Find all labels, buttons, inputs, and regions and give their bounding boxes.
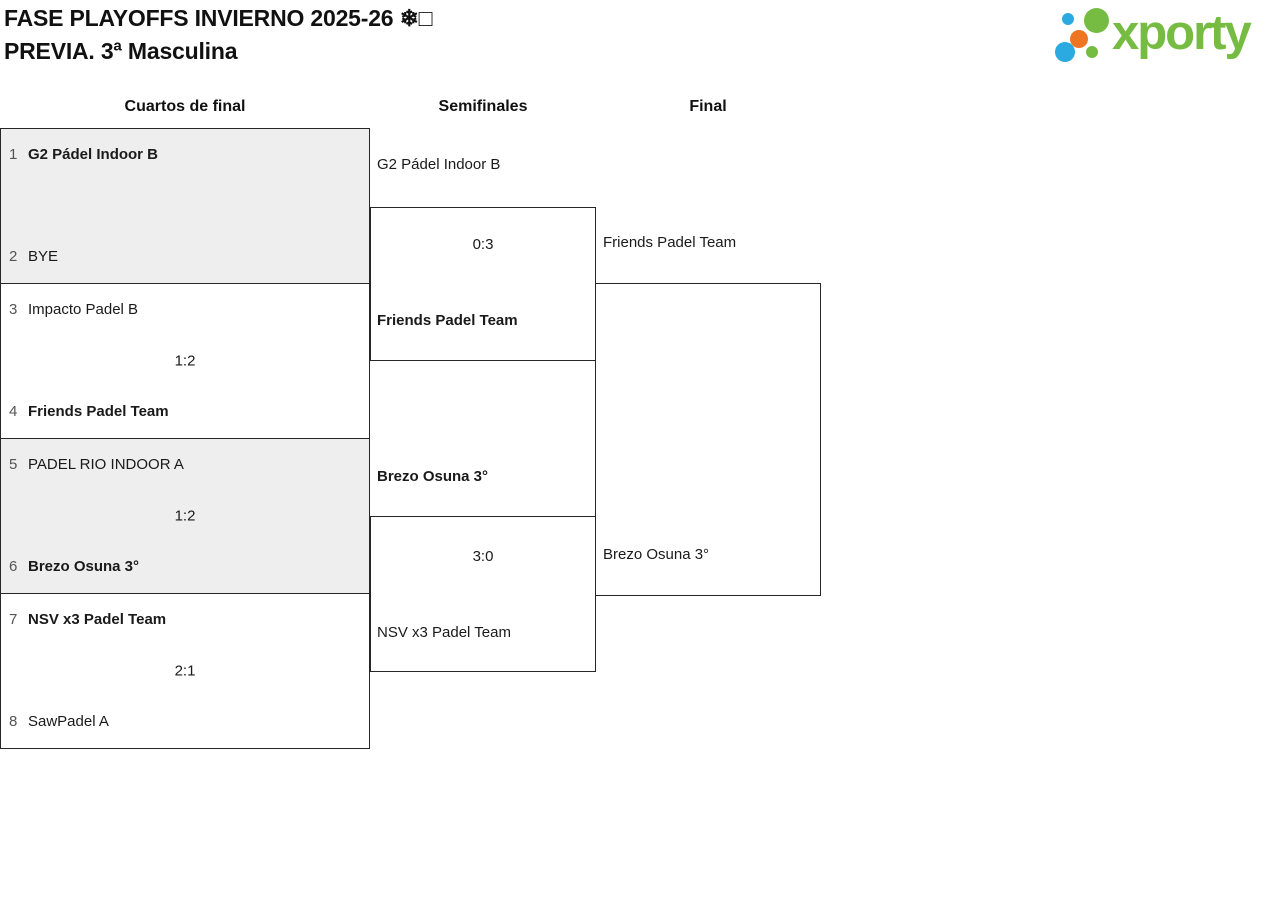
seed-number: 7 xyxy=(9,611,18,628)
round-header-cuartos: Cuartos de final xyxy=(124,98,246,115)
semifinal-match-2-box xyxy=(370,516,596,672)
team-row: 1 G2 Pádel Indoor B xyxy=(1,146,369,164)
match-score: 2:1 xyxy=(174,662,196,680)
team-row: 4 Friends Padel Team xyxy=(1,403,369,421)
match-score: 1:2 xyxy=(174,507,196,525)
team-row: 5 PADEL RIO INDOOR A xyxy=(1,456,369,474)
seed-number: 8 xyxy=(9,713,18,730)
team-name: PADEL RIO INDOOR A xyxy=(28,456,184,473)
logo-wordmark: xporty xyxy=(1112,6,1252,60)
match-score: 1:2 xyxy=(174,352,196,370)
logo-dot-icon xyxy=(1084,8,1109,33)
page-title: FASE PLAYOFFS INVIERNO 2025-26 ❄□ PREVIA… xyxy=(4,2,433,68)
quarterfinal-match-2: 3 Impacto Padel B 1:2 4 Friends Padel Te… xyxy=(1,283,369,438)
team-name: Friends Padel Team xyxy=(377,312,518,329)
team-name: Friends Padel Team xyxy=(603,234,737,251)
team-row: 2 BYE xyxy=(1,248,369,266)
team-name: NSV x3 Padel Team xyxy=(377,624,511,641)
team-name: G2 Pádel Indoor B xyxy=(28,146,159,163)
quarterfinals-column: 1 G2 Pádel Indoor B 2 BYE 3 Impacto Pade… xyxy=(0,128,370,749)
semifinal-match-1-box xyxy=(370,207,596,361)
team-name: Friends Padel Team xyxy=(28,403,169,420)
match-score: 3:0 xyxy=(472,548,494,565)
team-row: 6 Brezo Osuna 3° xyxy=(1,558,369,576)
team-name: Brezo Osuna 3° xyxy=(603,546,710,563)
team-name: G2 Pádel Indoor B xyxy=(377,156,501,173)
team-row: 7 NSV x3 Padel Team xyxy=(1,611,369,629)
logo-dot-icon xyxy=(1070,30,1088,48)
round-header-final: Final xyxy=(689,98,727,115)
team-name: Brezo Osuna 3° xyxy=(28,558,140,575)
team-name: NSV x3 Padel Team xyxy=(28,611,167,628)
team-name: SawPadel A xyxy=(28,713,109,730)
logo-dot-icon xyxy=(1062,13,1074,25)
team-row: 3 Impacto Padel B xyxy=(1,301,369,319)
team-row: 8 SawPadel A xyxy=(1,713,369,731)
team-name: Brezo Osuna 3° xyxy=(377,468,489,485)
quarterfinal-match-4: 7 NSV x3 Padel Team 2:1 8 SawPadel A xyxy=(1,593,369,748)
seed-number: 2 xyxy=(9,248,18,265)
round-header-semifinales: Semifinales xyxy=(438,98,528,115)
quarterfinal-match-3: 5 PADEL RIO INDOOR A 1:2 6 Brezo Osuna 3… xyxy=(1,438,369,593)
category-title: PREVIA. 3ª Masculina xyxy=(4,38,238,64)
seed-number: 5 xyxy=(9,456,18,473)
match-score: 0:3 xyxy=(472,236,494,253)
seed-number: 3 xyxy=(9,301,18,318)
quarterfinal-match-1: 1 G2 Pádel Indoor B 2 BYE xyxy=(1,129,369,283)
final-match-box xyxy=(595,283,821,596)
logo-dot-icon xyxy=(1086,46,1098,58)
seed-number: 4 xyxy=(9,403,18,420)
xporty-logo[interactable]: xporty xyxy=(1050,0,1278,72)
team-name: BYE xyxy=(28,248,59,265)
seed-number: 1 xyxy=(9,146,18,163)
team-name: Impacto Padel B xyxy=(28,301,139,318)
logo-dot-icon xyxy=(1055,42,1075,62)
seed-number: 6 xyxy=(9,558,18,575)
tournament-title: FASE PLAYOFFS INVIERNO 2025-26 ❄□ xyxy=(4,5,433,31)
